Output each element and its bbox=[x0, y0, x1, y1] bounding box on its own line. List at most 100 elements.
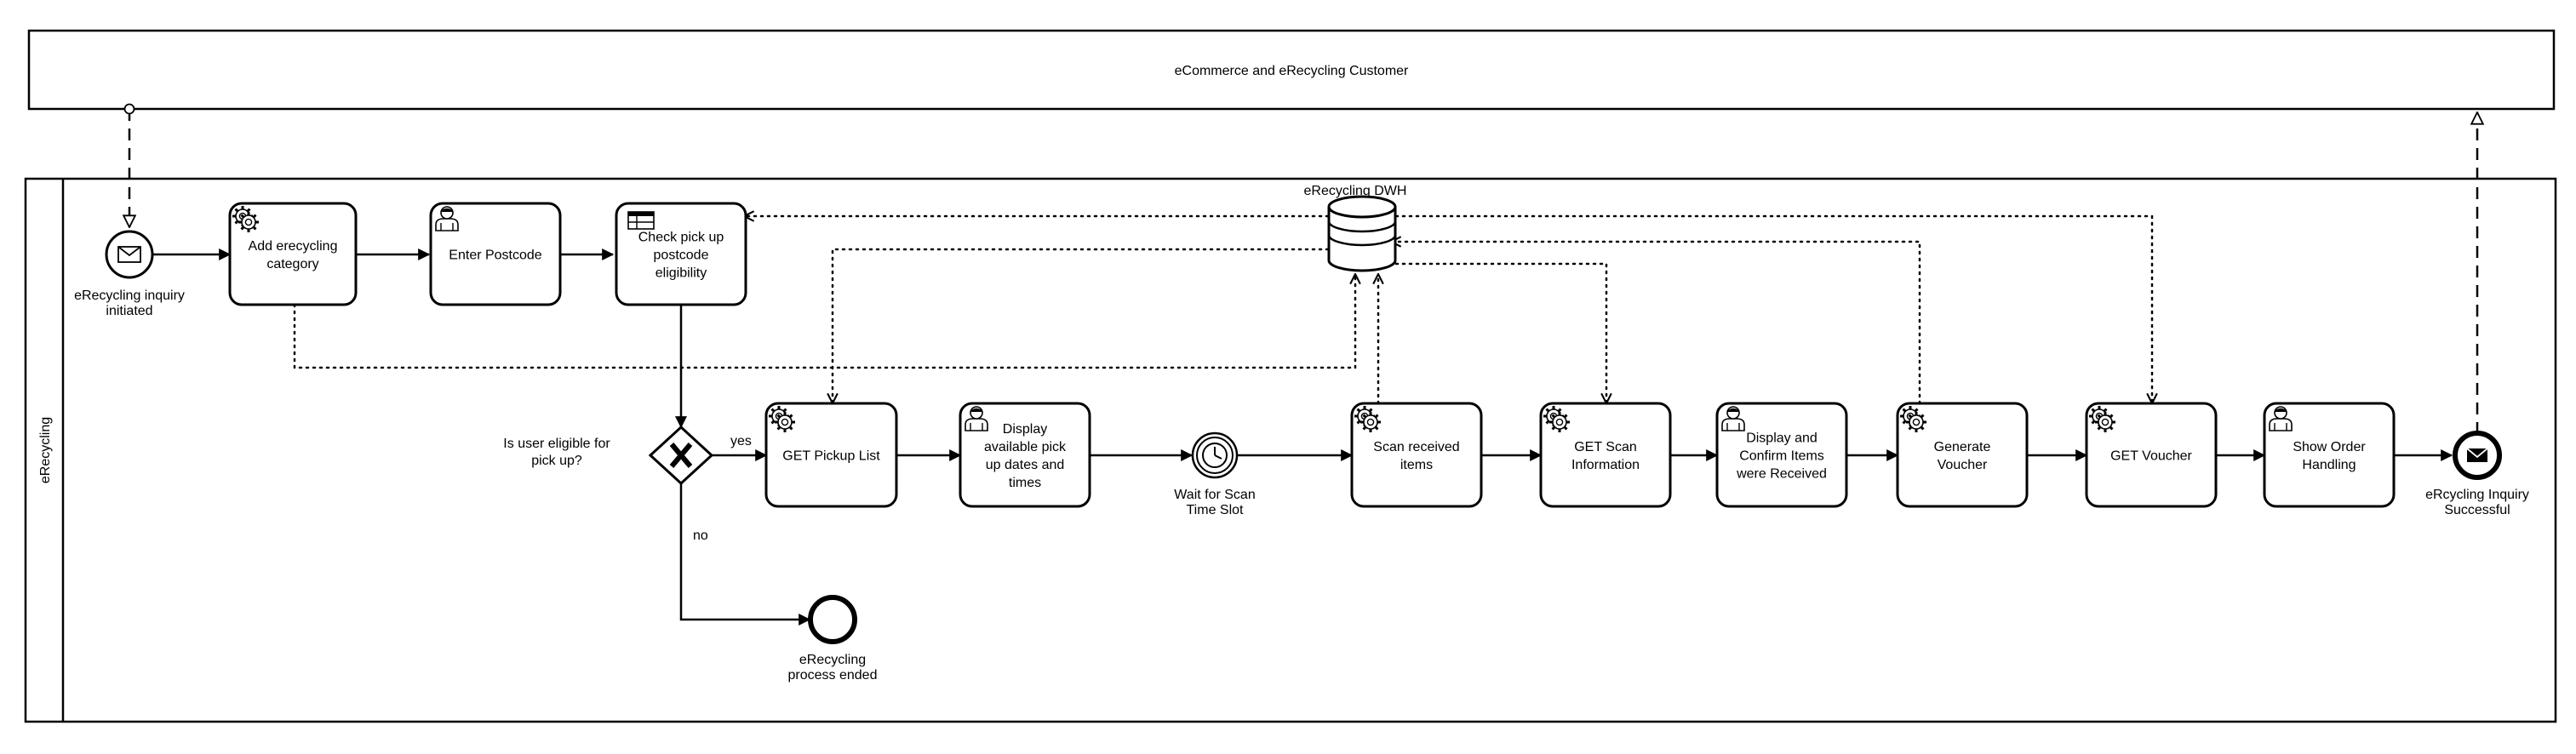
task-label-line: GET Voucher bbox=[2110, 449, 2192, 464]
exclusive-gateway[interactable] bbox=[648, 425, 714, 486]
datastore-erecycling-dwh bbox=[1327, 195, 1397, 272]
task-label-line: Show Order bbox=[2293, 440, 2366, 454]
gateway-question-text: Is user eligible for pick up? bbox=[503, 437, 610, 468]
timer-event[interactable] bbox=[1191, 431, 1239, 479]
task-label-line: Generate bbox=[1934, 440, 1991, 454]
task-label-line: Display bbox=[1003, 422, 1047, 437]
task-label: GET Pickup List bbox=[782, 449, 880, 464]
task-box bbox=[1350, 402, 1483, 508]
task-label-line: Information bbox=[1571, 458, 1640, 472]
task-label-line: postcode bbox=[654, 248, 709, 263]
task-box bbox=[228, 202, 358, 306]
task-get-voucher[interactable]: GET Voucher bbox=[2085, 402, 2218, 508]
gear-icon bbox=[1354, 406, 1381, 432]
timer-event-text-line: Wait for Scan bbox=[1174, 488, 1255, 502]
task-label-line: Confirm Items bbox=[1739, 449, 1824, 464]
start-event-text-line: initiated bbox=[106, 304, 152, 318]
task-box bbox=[2263, 402, 2396, 508]
task-label: GET Voucher bbox=[2110, 449, 2192, 464]
clock-icon bbox=[1202, 443, 1228, 468]
task-box bbox=[1715, 402, 1848, 508]
gateway-question-text-line: Is user eligible for bbox=[503, 437, 610, 451]
end-event-text-line: eRecycling bbox=[799, 653, 866, 667]
task-label-line: Check pick up bbox=[638, 231, 724, 245]
task-label-line: up dates and bbox=[986, 458, 1065, 472]
gear-icon bbox=[2089, 406, 2115, 432]
task-display-dates[interactable]: Display available pick up dates and times bbox=[959, 402, 1091, 508]
task-label-line: Display and bbox=[1746, 431, 1818, 446]
envelope-icon bbox=[117, 246, 141, 263]
gateway-question-text-line: pick up? bbox=[531, 454, 582, 468]
start-event[interactable] bbox=[105, 230, 154, 279]
task-label-line: eligibility bbox=[655, 266, 707, 281]
gateway-question-label: Is user eligible for pick up? bbox=[503, 437, 610, 468]
task-box bbox=[429, 202, 562, 306]
user-icon bbox=[2269, 406, 2293, 431]
datastore-label: eRecycling DWH bbox=[1304, 184, 1407, 198]
task-scan-items[interactable]: Scan received items bbox=[1350, 402, 1483, 508]
user-icon bbox=[1721, 406, 1745, 431]
task-label-line: items bbox=[1400, 458, 1433, 472]
task-box bbox=[2085, 402, 2218, 508]
task-label: Display available pick up dates and times bbox=[984, 422, 1067, 490]
gear-icon bbox=[1900, 406, 1926, 432]
data-associations bbox=[293, 216, 2152, 405]
task-label-line: Voucher bbox=[1938, 458, 1988, 472]
end-success-text-line: Successful bbox=[2444, 503, 2510, 517]
customer-pool-label: eCommerce and eRecycling Customer bbox=[1175, 64, 1409, 78]
start-event-text-line: eRecycling inquiry bbox=[74, 288, 185, 303]
task-label: Enter Postcode bbox=[449, 248, 542, 263]
task-check-eligibility[interactable]: Check pick up postcode eligibility bbox=[615, 202, 747, 306]
task-get-pickup-list[interactable]: GET Pickup List bbox=[764, 402, 898, 508]
task-label-line: Handling bbox=[2302, 458, 2356, 472]
table-icon bbox=[627, 211, 655, 230]
task-label-line: times bbox=[1009, 476, 1041, 490]
x-icon bbox=[669, 443, 693, 468]
gateway-no-label: no bbox=[693, 528, 708, 543]
database-icon bbox=[1327, 207, 1397, 272]
task-enter-postcode[interactable]: Enter Postcode bbox=[429, 202, 562, 306]
task-box bbox=[959, 402, 1091, 508]
gear-icon bbox=[769, 406, 795, 432]
task-label-line: Scan received bbox=[1373, 440, 1459, 454]
end-event-inquiry-successful[interactable] bbox=[2453, 431, 2502, 480]
task-label-line: available pick bbox=[984, 440, 1067, 454]
user-icon bbox=[435, 206, 459, 231]
task-label: Scan received items bbox=[1373, 440, 1459, 472]
task-label-line: were Received bbox=[1736, 467, 1827, 482]
task-label: Check pick up postcode eligibility bbox=[638, 231, 724, 281]
end-success-text-line: eRcycling Inquiry bbox=[2425, 488, 2529, 502]
user-icon bbox=[965, 406, 988, 431]
gateway-yes-label: yes bbox=[730, 434, 752, 448]
task-label-line: Enter Postcode bbox=[449, 248, 542, 263]
task-box bbox=[1896, 402, 2029, 508]
task-box bbox=[1539, 402, 1672, 508]
sequence-flows bbox=[153, 248, 2453, 625]
envelope-filled-icon bbox=[2466, 448, 2488, 462]
end-event-process-ended[interactable] bbox=[808, 595, 857, 644]
erecycling-lane-label: eRecycling bbox=[38, 417, 53, 483]
task-box bbox=[764, 402, 898, 508]
timer-event-text-line: Time Slot bbox=[1187, 503, 1245, 517]
gear-icon bbox=[1543, 406, 1570, 432]
task-label-line: GET Pickup List bbox=[782, 449, 880, 464]
